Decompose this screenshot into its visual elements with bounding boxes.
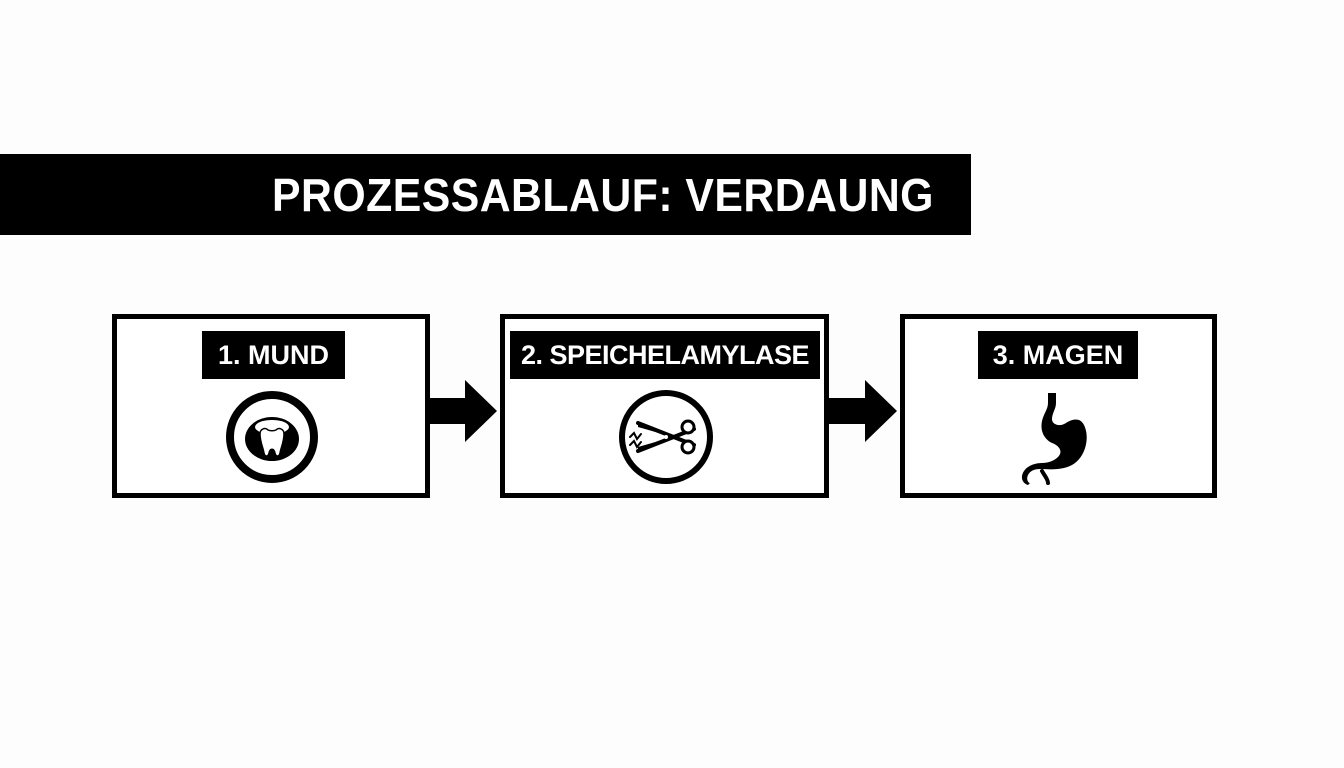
diagram-title: PROZESSABLAUF: VERDAUNG xyxy=(272,169,934,221)
arrow-right-icon xyxy=(429,380,497,442)
scissors-icon xyxy=(619,390,713,484)
mouth-tooth-icon xyxy=(226,391,318,483)
step-speichelamylase: 2. SPEICHELAMYLASE xyxy=(500,314,829,498)
title-banner: PROZESSABLAUF: VERDAUNG xyxy=(0,154,971,235)
step-label-speichelamylase: 2. SPEICHELAMYLASE xyxy=(510,331,820,379)
arrow-right-icon xyxy=(829,380,897,442)
step-magen: 3. MAGEN xyxy=(900,314,1217,498)
stomach-icon xyxy=(1021,393,1087,485)
step-label-magen: 3. MAGEN xyxy=(978,331,1138,379)
step-mund: 1. MUND xyxy=(112,314,430,498)
step-label-mund: 1. MUND xyxy=(202,331,345,379)
